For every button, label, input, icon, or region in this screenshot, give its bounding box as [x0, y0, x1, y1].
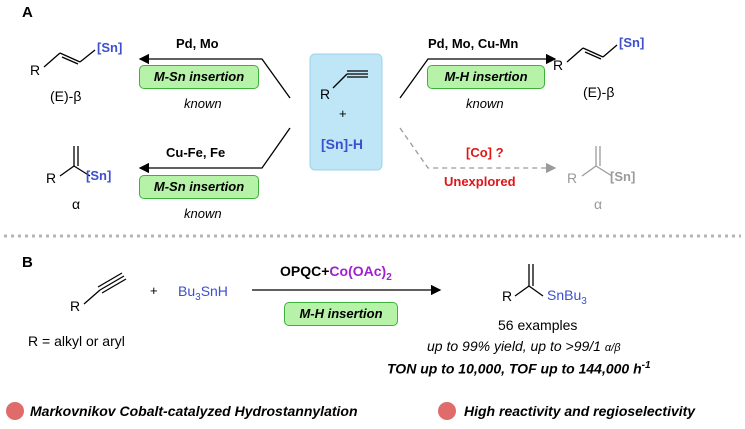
arrow-top-left — [138, 53, 291, 99]
bottom-right-note: Unexplored — [444, 174, 516, 189]
section-b-label: B — [22, 254, 33, 271]
product-snbu: SnBu — [547, 287, 582, 303]
bullet-icon — [6, 402, 24, 420]
ton-superscript: -1 — [641, 360, 651, 371]
bottom-left-product-sn: [Sn] — [86, 168, 112, 183]
top-left-insertion-badge: M-Sn insertion — [139, 65, 259, 89]
top-right-product-r: R — [553, 57, 564, 73]
bottom-left-product-r: R — [46, 170, 57, 186]
section-b-product-structure — [514, 264, 544, 297]
bottom-left-insertion-badge: M-Sn insertion — [139, 175, 259, 199]
top-right-insertion-badge: M-H insertion — [427, 65, 545, 89]
section-b-product-tin: SnBu3 — [547, 287, 587, 307]
top-left-conditions: Pd, Mo — [176, 36, 219, 51]
examples-count: 56 examples — [498, 317, 578, 333]
yield-text: up to 99% yield, up to >99/1 — [427, 338, 601, 354]
bottom-left-product-label: α — [72, 196, 81, 212]
product-top-left-structure — [43, 49, 96, 68]
ton-tof-summary: TON up to 10,000, TOF up to 144,000 h-1 — [387, 360, 651, 377]
highlight-markovnikov: Markovnikov Cobalt-catalyzed Hydrostanny… — [30, 403, 358, 419]
section-b-alkyne-r: R — [70, 298, 81, 314]
cobalt-subscript: 2 — [386, 271, 392, 283]
top-left-product-r: R — [30, 62, 41, 78]
product-bottom-right-structure — [581, 146, 613, 177]
reagent-bu: Bu — [178, 283, 196, 299]
section-b-reagent: Bu3SnH — [178, 283, 228, 303]
section-b-insertion-badge: M-H insertion — [284, 302, 398, 326]
catalyst-opqc: OPQC+ — [280, 263, 330, 279]
yield-summary: up to 99% yield, up to >99/1 α/β — [427, 338, 620, 354]
arrow-bottom-left — [138, 127, 291, 174]
bottom-right-product-r: R — [567, 170, 578, 186]
section-a-label: A — [22, 4, 33, 21]
top-right-product-label: (E)-β — [583, 84, 615, 100]
ton-text: TON up to 10,000, TOF up to 144,000 h — [387, 360, 642, 377]
product-bottom-left-structure — [59, 146, 91, 177]
top-right-conditions: Pd, Mo, Cu-Mn — [428, 36, 519, 51]
bottom-right-product-label: α — [594, 196, 603, 212]
section-b-plus: + — [150, 283, 158, 298]
center-reagent-box — [309, 53, 383, 171]
arrow-top-right — [399, 53, 557, 99]
top-left-product-sn: [Sn] — [97, 40, 123, 55]
product-top-right-structure — [566, 44, 618, 63]
center-tin-hydride: [Sn]-H — [321, 136, 363, 152]
top-left-note: known — [184, 96, 222, 111]
section-b-alkyne-structure — [83, 272, 127, 305]
center-plus: + — [339, 106, 347, 121]
reagent-snh: SnH — [200, 283, 228, 299]
catalyst-cobalt: Co(OAc)2 — [329, 263, 391, 283]
section-b-product-r: R — [502, 288, 513, 304]
bottom-right-product-sn: [Sn] — [610, 169, 636, 184]
bottom-left-note: known — [184, 206, 222, 221]
bullet-icon — [438, 402, 456, 420]
bottom-right-conditions: [Co] ? — [466, 145, 504, 160]
top-right-note: known — [466, 96, 504, 111]
regio-ratio: α/β — [604, 342, 621, 354]
bottom-left-conditions: Cu-Fe, Fe — [166, 145, 226, 160]
cobalt-text: Co(OAc) — [329, 263, 387, 279]
r-definition: R = alkyl or aryl — [28, 333, 125, 349]
arrow-bottom-right — [399, 127, 557, 174]
section-b-conditions: OPQC+Co(OAc)2 — [280, 263, 392, 283]
product-subscript: 3 — [581, 295, 587, 307]
center-alkyne-r: R — [320, 86, 331, 102]
highlight-reactivity: High reactivity and regioselectivity — [464, 403, 696, 419]
top-left-product-label: (E)-β — [50, 88, 82, 104]
top-right-product-sn: [Sn] — [619, 35, 645, 50]
reagent-subscript: 3 — [195, 291, 201, 303]
center-alkyne-structure — [332, 70, 368, 89]
